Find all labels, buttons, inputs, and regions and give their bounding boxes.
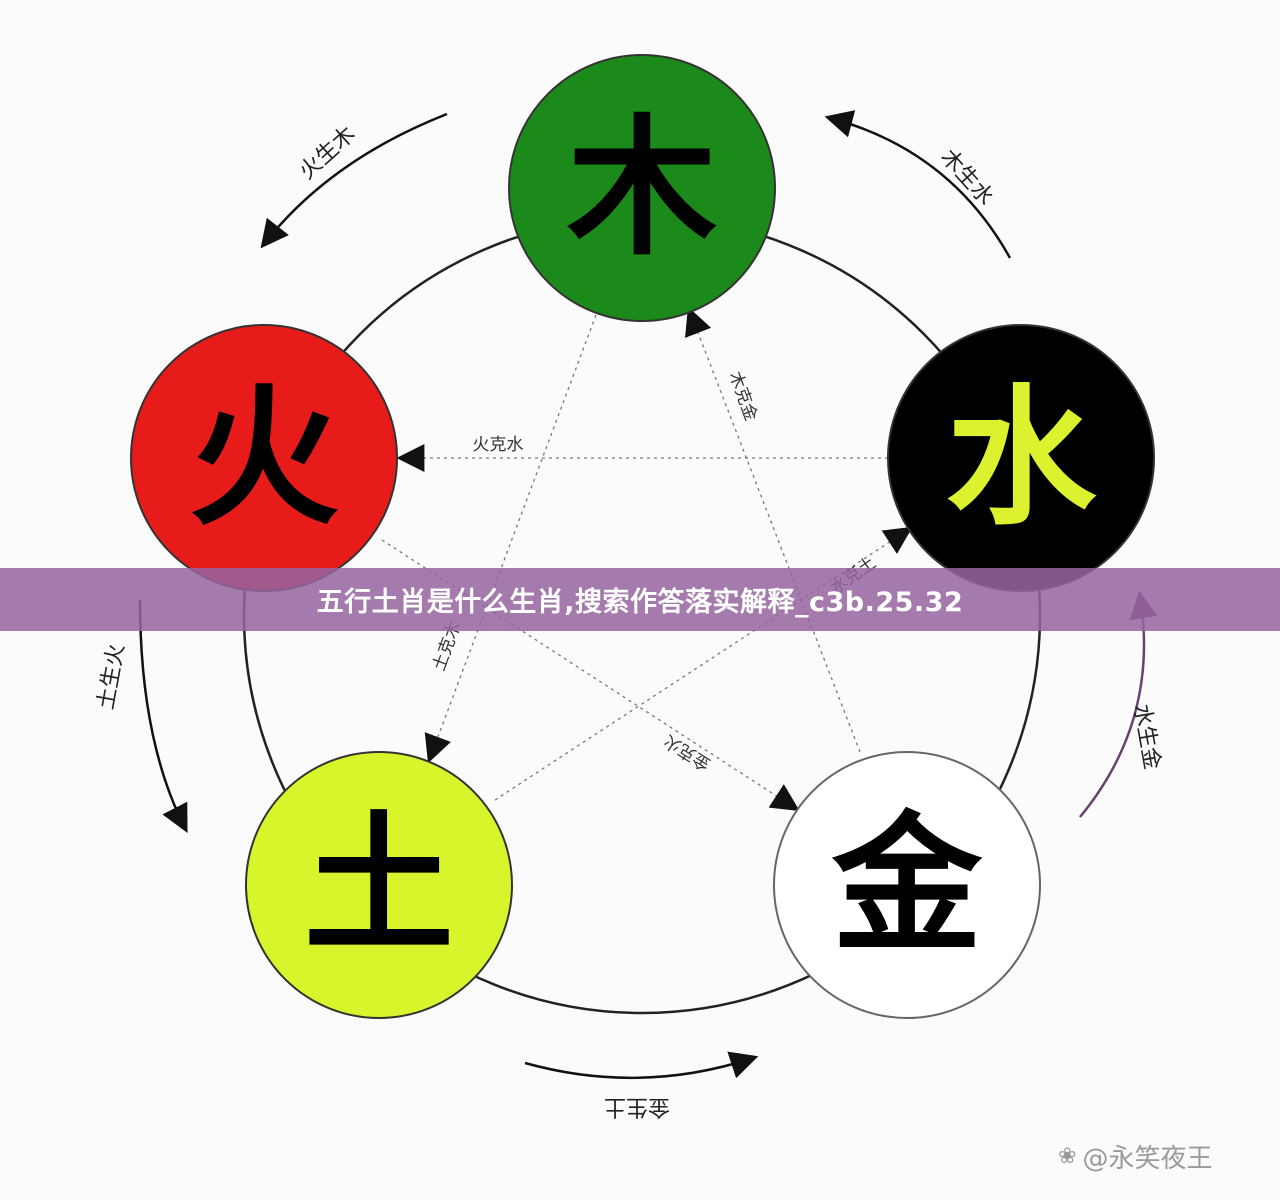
watermark-text: @永笑夜王 <box>1082 1143 1213 1174</box>
line-earth-wood <box>424 314 597 764</box>
paw-icon: ❀ <box>1058 1143 1077 1169</box>
node-water: 水 <box>887 324 1155 592</box>
arc-wood-water <box>824 110 1012 259</box>
banner-title: 五行土肖是什么生肖,搜索作答落实解释_c3b.25.32 <box>316 587 964 618</box>
watermark: ❀ @永笑夜王 <box>1058 1138 1212 1174</box>
node-metal-char: 金 <box>831 797 983 973</box>
node-metal-circle <box>773 751 1041 1019</box>
node-metal: 金 <box>773 751 1041 1019</box>
line-wood-metal <box>685 306 861 753</box>
arc-earth-fire <box>138 599 188 833</box>
node-wood-char: 木 <box>567 100 717 276</box>
label-water-metal: 水生金 <box>1128 702 1164 771</box>
node-earth-circle <box>245 751 513 1019</box>
generating-arcs <box>138 110 1158 1080</box>
node-wood-circle <box>508 54 776 322</box>
label-metal-earth: 金生土 <box>604 1094 670 1119</box>
label-fire-water: 火克水 <box>473 435 524 455</box>
arc-metal-earth <box>524 1051 759 1080</box>
node-earth-char: 土 <box>304 797 454 973</box>
arc-fire-wood <box>260 112 448 249</box>
node-water-char: 水 <box>946 370 1097 546</box>
label-metal-fire: 金克火 <box>660 730 714 774</box>
node-fire: 火 <box>130 324 398 592</box>
line-water-earth <box>494 526 913 801</box>
label-fire-wood: 火生木 <box>295 122 361 185</box>
node-earth: 土 <box>245 751 513 1019</box>
node-fire-char: 火 <box>189 370 339 546</box>
node-wood: 木 <box>508 54 776 322</box>
title-banner: 五行土肖是什么生肖,搜索作答落实解释_c3b.25.32 <box>0 568 1280 631</box>
overcoming-lines <box>381 306 913 812</box>
label-wood-metal: 木克金 <box>725 369 761 424</box>
line-metal-fire <box>381 539 800 812</box>
label-earth-fire: 土生火 <box>94 642 130 711</box>
